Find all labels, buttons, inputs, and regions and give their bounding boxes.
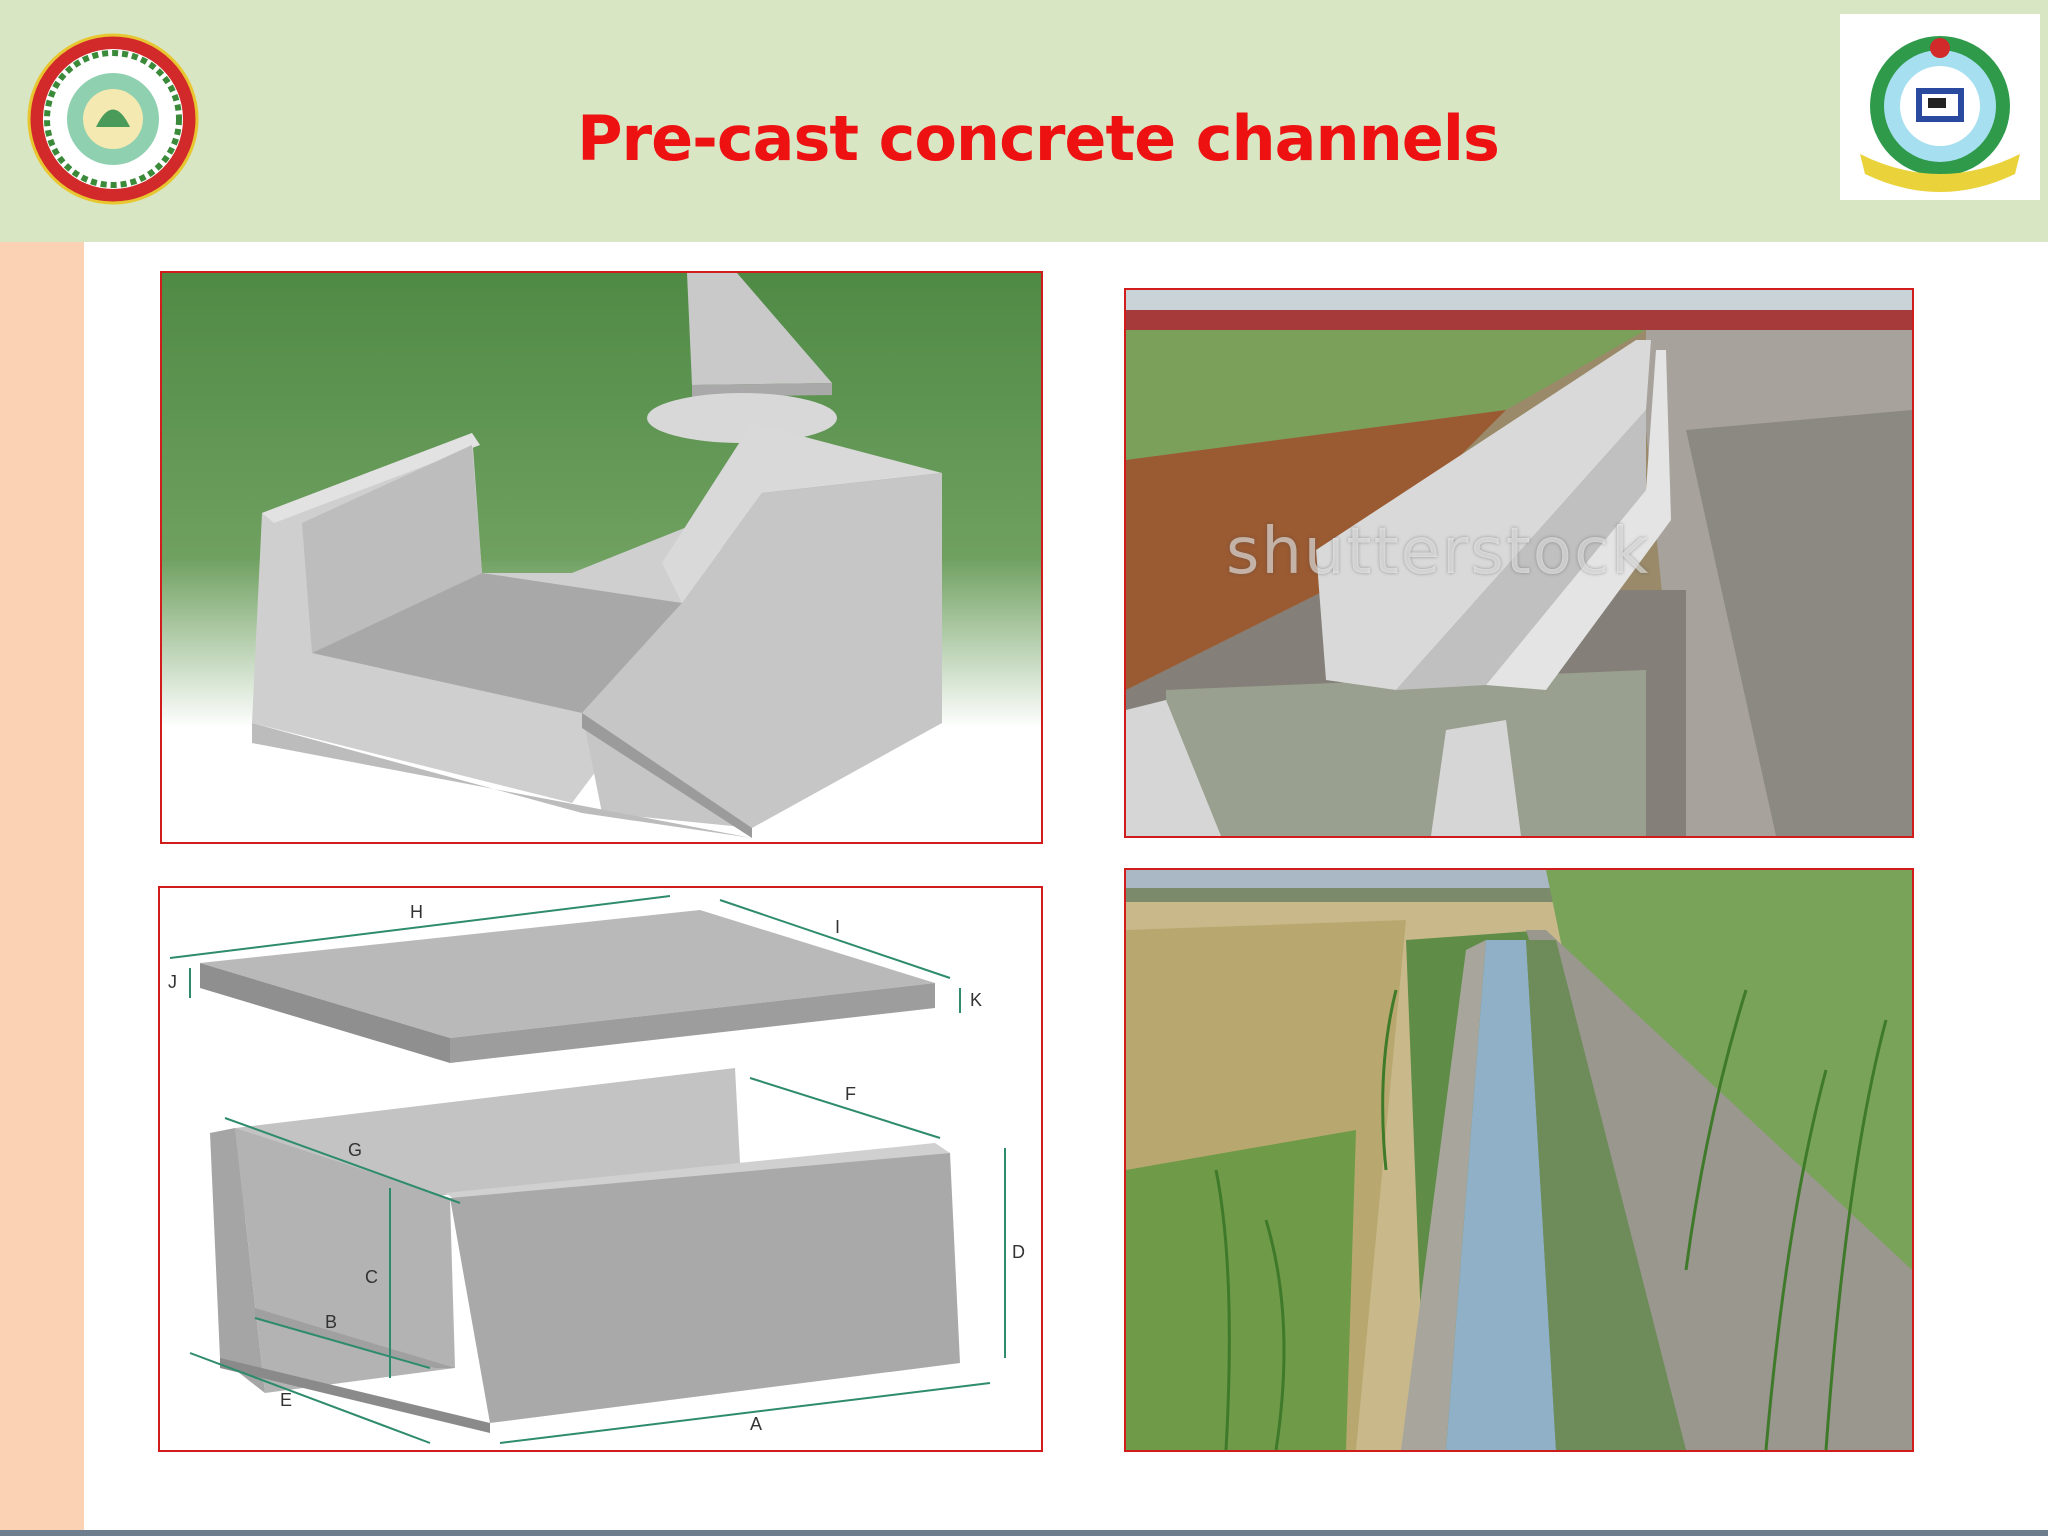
dim-label-d: D — [1012, 1242, 1025, 1262]
dim-label-k: K — [970, 990, 982, 1010]
channel-floor — [255, 1308, 455, 1368]
photo-channel-field — [1124, 868, 1914, 1452]
right-emblem — [1840, 14, 2040, 200]
dim-label-i: I — [835, 917, 840, 937]
lid-top — [200, 910, 935, 1038]
dim-label-j: J — [168, 972, 177, 992]
dim-label-h: H — [410, 902, 423, 922]
photo-channel-trench: shutterstock — [1124, 288, 1914, 838]
dim-label-c: C — [365, 1267, 378, 1287]
slide-title: Pre-cast concrete channels — [577, 102, 1500, 175]
dim-label-g: G — [348, 1140, 362, 1160]
dim-label-e: E — [280, 1390, 292, 1410]
lid-side — [450, 983, 935, 1063]
side-stripe — [0, 242, 84, 1536]
dim-label-b: B — [325, 1312, 337, 1332]
left-emblem-icon — [27, 33, 199, 205]
channel-dimension-diagram: H I J K F G C D B E A — [158, 886, 1043, 1452]
right-emblem-icon — [1860, 36, 2020, 192]
slide-header — [0, 0, 2048, 242]
left-wall-outer — [210, 1128, 265, 1393]
stock-watermark: shutterstock — [1226, 515, 1651, 589]
dim-label-f: F — [845, 1084, 856, 1104]
front-wall — [450, 1153, 960, 1423]
photo-u-channel-grass — [160, 271, 1043, 844]
slide-bottom-border — [0, 1530, 2048, 1536]
bottom-edge — [220, 1358, 490, 1433]
lid-front — [200, 963, 450, 1063]
dim-label-a: A — [750, 1414, 762, 1434]
